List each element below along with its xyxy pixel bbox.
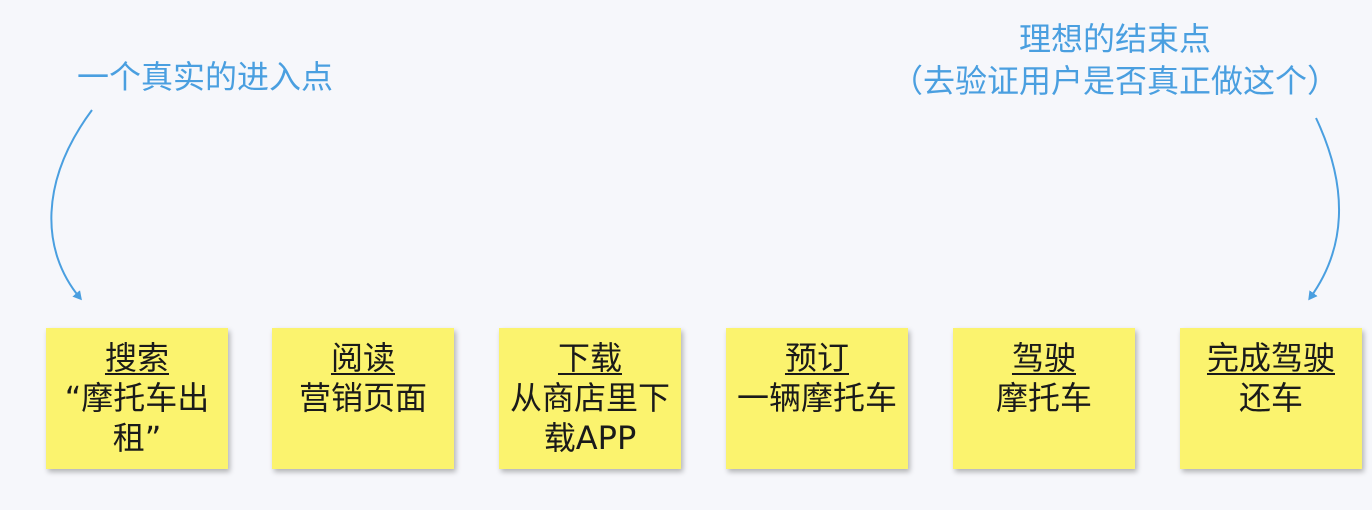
step-note-read: 阅读 营销页面	[272, 328, 454, 469]
step-note-book: 预订 一辆摩托车	[726, 328, 908, 469]
step-desc: 从商店里下载APP	[509, 379, 670, 457]
end-point-title: 理想的结束点	[1018, 20, 1211, 58]
end-arrow	[1308, 117, 1341, 301]
step-note-search: 搜索 “摩托车出租”	[46, 328, 228, 469]
step-title: 预订	[784, 339, 849, 377]
step-title: 下载	[557, 339, 622, 377]
step-note-download: 下载 从商店里下载APP	[499, 328, 681, 469]
end-point-note: （去验证用户是否真正做这个）	[890, 62, 1339, 100]
step-note-ride: 驾驶 摩托车	[953, 328, 1135, 469]
step-desc: “摩托车出租”	[64, 379, 210, 457]
step-title: 阅读	[330, 339, 395, 377]
end-point-label: 理想的结束点 （去验证用户是否真正做这个）	[880, 18, 1350, 102]
step-title: 搜索	[104, 339, 169, 377]
entry-point-label: 一个真实的进入点	[77, 58, 334, 96]
step-desc: 营销页面	[298, 379, 427, 417]
step-title: 驾驶	[1011, 339, 1076, 377]
entry-arrow	[50, 109, 93, 301]
step-desc: 还车	[1238, 379, 1303, 417]
step-desc: 摩托车	[995, 379, 1092, 417]
step-title: 完成驾驶	[1206, 339, 1335, 377]
step-note-return: 完成驾驶 还车	[1180, 328, 1362, 469]
step-desc: 一辆摩托车	[736, 379, 897, 417]
